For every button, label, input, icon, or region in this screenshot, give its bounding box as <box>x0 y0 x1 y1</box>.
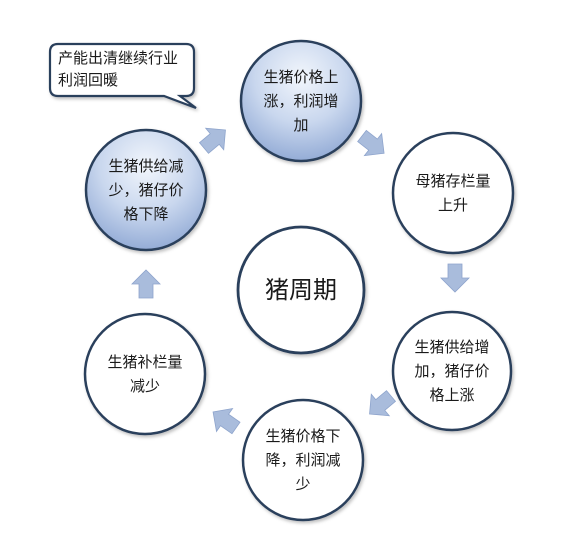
node-circle-restock-down <box>83 312 207 436</box>
node-circle-sow-up <box>391 131 515 255</box>
node-circle-rise <box>239 39 363 163</box>
arrow-supply-up-to-fall <box>369 390 397 417</box>
arrow-supply-down-to-rise <box>198 127 226 154</box>
center-circle <box>236 225 366 355</box>
node-circle-fall <box>241 398 365 522</box>
arrow-sow-up-to-supply-up <box>440 263 470 293</box>
arrow-rise-to-sow-up <box>357 129 385 157</box>
node-circle-supply-down <box>84 128 208 252</box>
node-circle-supply-up <box>391 310 513 432</box>
callout-bubble <box>48 42 197 110</box>
arrow-fall-to-restock-down <box>212 407 241 435</box>
arrow-restock-down-to-supply-down <box>131 269 161 299</box>
